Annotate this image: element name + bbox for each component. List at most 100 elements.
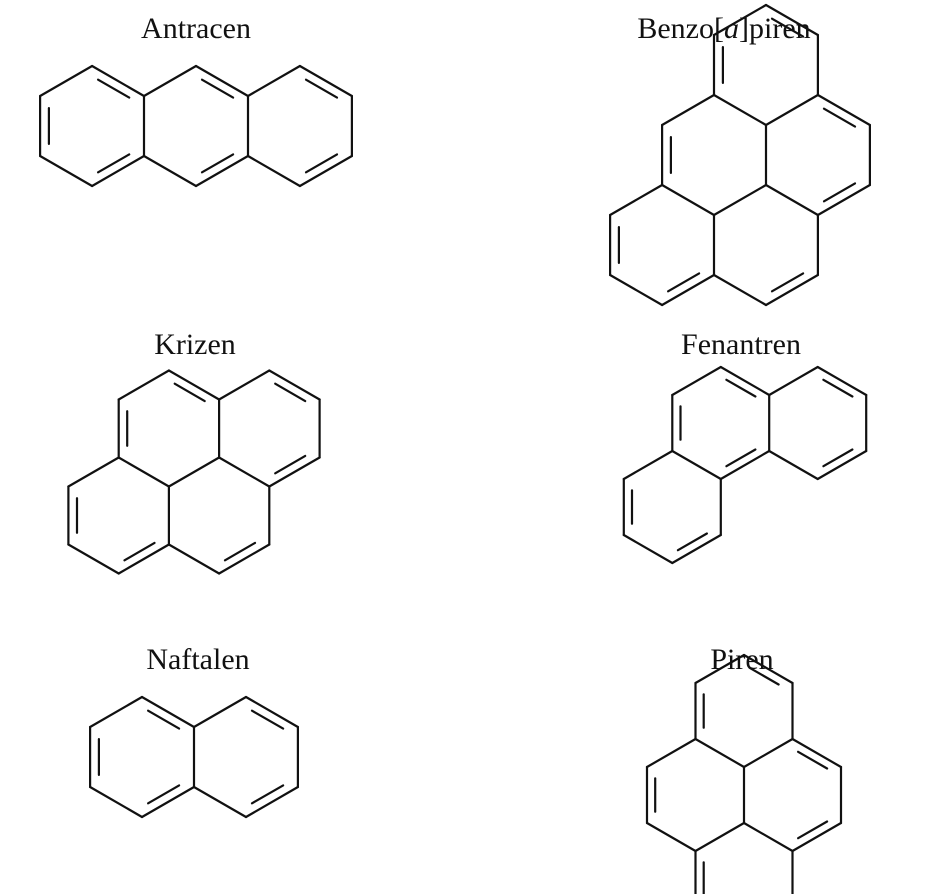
bond-line: [816, 183, 872, 217]
bond-line: [244, 695, 299, 729]
label-fenantren: Fenantren: [681, 328, 801, 361]
bond-line: [608, 273, 664, 307]
bond-line: [816, 93, 872, 127]
bond-line: [90, 64, 146, 98]
bond-line: [660, 273, 716, 307]
bond-line: [712, 93, 768, 127]
bond-line: [660, 183, 716, 217]
double-bond-line: [274, 454, 307, 475]
label-antracen: Antracen: [141, 12, 251, 45]
bond-line: [38, 64, 94, 98]
double-bond-line: [770, 272, 805, 293]
double-bond-line: [123, 541, 156, 562]
bond-line: [218, 456, 271, 488]
double-bond-line: [822, 107, 857, 128]
double-bond-line: [147, 784, 181, 805]
double-bond-line: [725, 448, 757, 468]
double-bond-line: [770, 17, 805, 38]
bond-line: [167, 456, 221, 488]
bond-line: [298, 64, 353, 98]
label-naftalen: Naftalen: [146, 643, 250, 676]
bond-line: [816, 449, 868, 481]
bond-line: [645, 821, 697, 853]
bond-line: [268, 369, 321, 401]
bond-line: [88, 695, 144, 729]
bond-line: [117, 543, 170, 575]
double-bond-line: [173, 382, 206, 403]
double-bond-line: [96, 78, 131, 99]
bond-line: [645, 737, 697, 769]
bond-line: [694, 653, 746, 685]
label-benzopiren-prefix: Benzo[: [637, 12, 724, 45]
bond-line: [38, 154, 94, 188]
bond-line: [694, 737, 746, 769]
bond-line: [719, 365, 771, 397]
label-benzopiren-italic: a: [724, 12, 739, 45]
double-bond-line: [250, 709, 285, 730]
bond-line: [816, 365, 868, 397]
bond-line: [671, 533, 722, 565]
double-bond-line: [666, 272, 701, 293]
bond-line: [608, 183, 664, 217]
double-bond-line: [147, 709, 181, 730]
bond-line: [712, 273, 768, 307]
double-bond-line: [250, 784, 285, 805]
bond-line: [218, 543, 271, 575]
bond-line: [298, 154, 353, 188]
bond-line: [764, 3, 820, 37]
bond-line: [764, 93, 820, 127]
double-bond-line: [822, 378, 854, 398]
double-bond-line: [822, 182, 857, 203]
bond-line: [742, 821, 794, 853]
label-benzopiren-suffix: ]piren: [739, 12, 811, 45]
bond-line: [67, 456, 120, 488]
bond-line: [622, 449, 674, 481]
double-bond-line: [200, 78, 235, 99]
bond-line: [192, 785, 248, 819]
double-bond-line: [748, 666, 780, 686]
naftalen-structure: [88, 695, 299, 819]
bond-line: [742, 737, 794, 769]
bond-line: [671, 449, 722, 481]
double-bond-line: [676, 532, 709, 552]
bond-line: [142, 154, 198, 188]
bond-line: [768, 449, 819, 481]
bond-line: [90, 154, 146, 188]
bond-line: [764, 183, 820, 217]
double-bond-line: [725, 378, 757, 398]
bond-line: [768, 365, 819, 397]
bond-line: [167, 369, 221, 401]
double-bond-line: [304, 78, 339, 99]
bond-line: [671, 365, 722, 397]
bond-line: [194, 154, 250, 188]
double-bond-line: [200, 153, 235, 174]
label-piren: Piren: [710, 643, 774, 676]
bond-line: [791, 737, 843, 769]
bond-line: [246, 154, 301, 188]
bond-line: [244, 785, 299, 819]
double-bond-line: [274, 382, 307, 403]
benzopiren-structure: [608, 3, 872, 307]
label-krizen: Krizen: [154, 328, 236, 361]
bond-line: [192, 695, 248, 729]
double-bond-line: [796, 820, 829, 840]
double-bond-line: [304, 153, 339, 174]
bond-line: [694, 821, 746, 853]
double-bond-line: [223, 541, 257, 562]
double-bond-line: [822, 448, 854, 468]
bond-line: [268, 456, 321, 488]
krizen-structure: [67, 369, 321, 575]
bond-line: [140, 695, 196, 729]
bond-line: [246, 64, 301, 98]
antracen-structure: [38, 64, 353, 188]
bond-line: [67, 543, 120, 575]
bond-line: [140, 785, 196, 819]
bond-line: [712, 183, 768, 217]
bond-line: [712, 3, 768, 37]
piren-structure: [645, 653, 843, 894]
bond-line: [764, 273, 820, 307]
fenantren-structure: [622, 365, 868, 565]
bond-line: [167, 543, 221, 575]
bond-line: [117, 456, 170, 488]
